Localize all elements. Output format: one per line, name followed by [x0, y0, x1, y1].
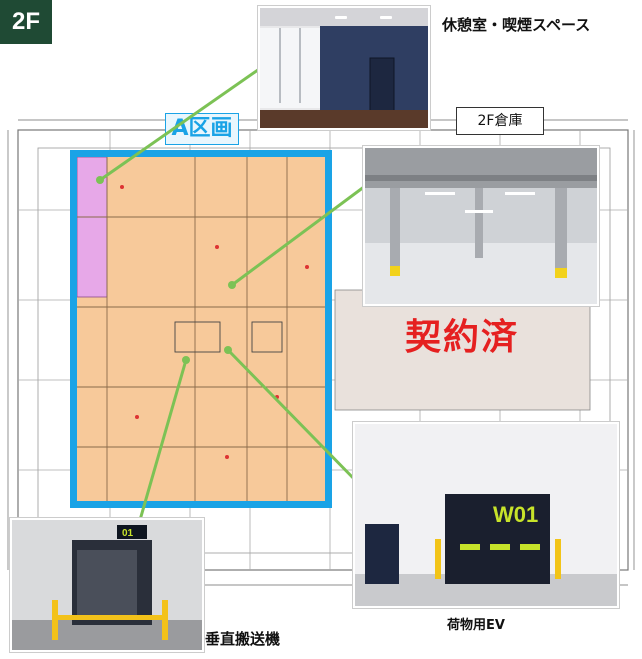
lounge-photo: [258, 6, 430, 130]
freight-elevator-caption: 荷物用EV: [447, 618, 505, 633]
lounge-caption: 休憩室・喫煙スペース: [442, 16, 591, 34]
warehouse-label: 2F倉庫: [456, 107, 544, 135]
elevator-sign: W01: [493, 502, 538, 527]
contracted-stamp: 契約済: [405, 317, 520, 358]
conveyor-sign: 01: [122, 528, 134, 539]
zone-a-label: A区画: [165, 113, 239, 145]
warehouse-photo: [363, 146, 599, 306]
freight-elevator-photo: W01: [353, 422, 619, 608]
zone-a-area: [70, 150, 332, 508]
vertical-conveyor-caption: 垂直搬送機: [205, 630, 281, 648]
floor-badge: 2F: [0, 0, 52, 44]
vertical-conveyor-photo: 01: [10, 518, 204, 652]
